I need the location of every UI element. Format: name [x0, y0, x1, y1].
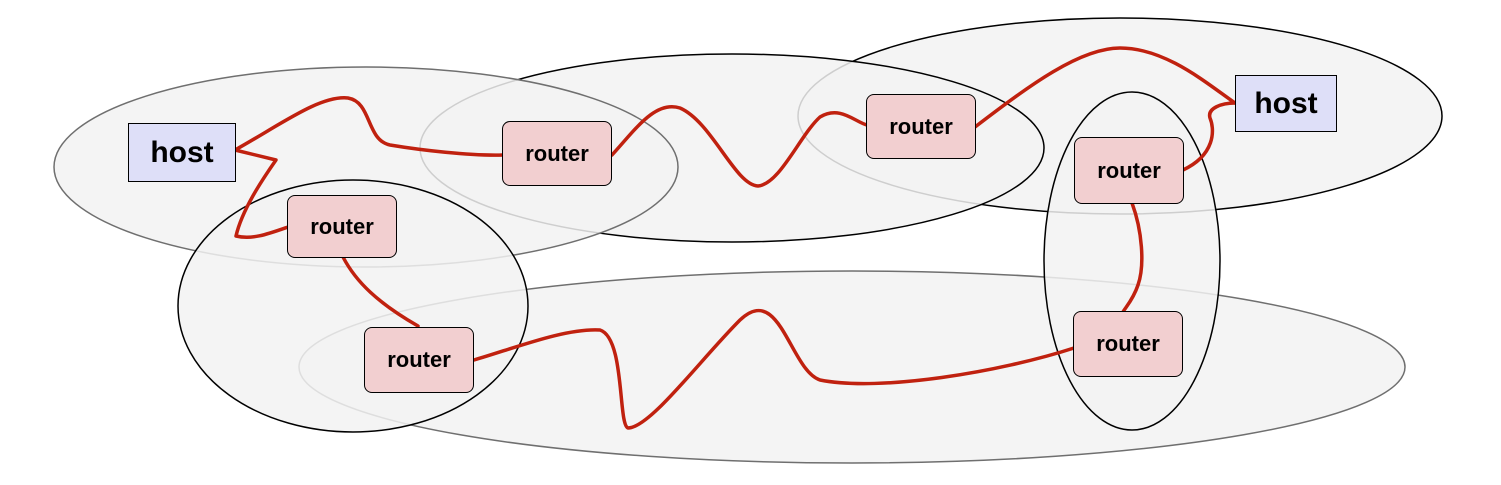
router-label: router: [525, 140, 589, 166]
router-label: router: [889, 113, 953, 139]
link-router-top-1-to-router-top-2: [610, 104, 869, 188]
router-label: router: [310, 213, 374, 239]
router-bottom-left: router: [364, 327, 474, 393]
host-left: host: [128, 123, 236, 182]
link-router-right-upper-to-router-right-lower: [1121, 201, 1144, 314]
host-right: host: [1235, 75, 1337, 132]
router-right-upper: router: [1074, 137, 1184, 204]
link-host-left-to-router-mid-left: [233, 148, 290, 240]
link-router-bottom-left-to-router-right-lower: [472, 309, 1076, 430]
router-top-1: router: [502, 121, 612, 186]
router-right-lower: router: [1073, 311, 1183, 377]
host-label: host: [1254, 86, 1318, 120]
link-router-top-2-to-host-right: [973, 46, 1237, 129]
router-label: router: [1097, 157, 1161, 183]
link-host-left-to-router-top-1: [233, 96, 505, 157]
links-layer: [233, 46, 1237, 430]
host-label: host: [150, 135, 214, 169]
link-router-right-upper-to-host-right: [1181, 101, 1237, 172]
router-label: router: [1096, 331, 1160, 356]
link-router-mid-left-to-router-bottom-left: [341, 255, 420, 328]
networks-layer: [53, 17, 1443, 464]
router-mid-left: router: [287, 195, 397, 258]
router-label: router: [387, 347, 451, 372]
router-top-2: router: [866, 94, 976, 159]
